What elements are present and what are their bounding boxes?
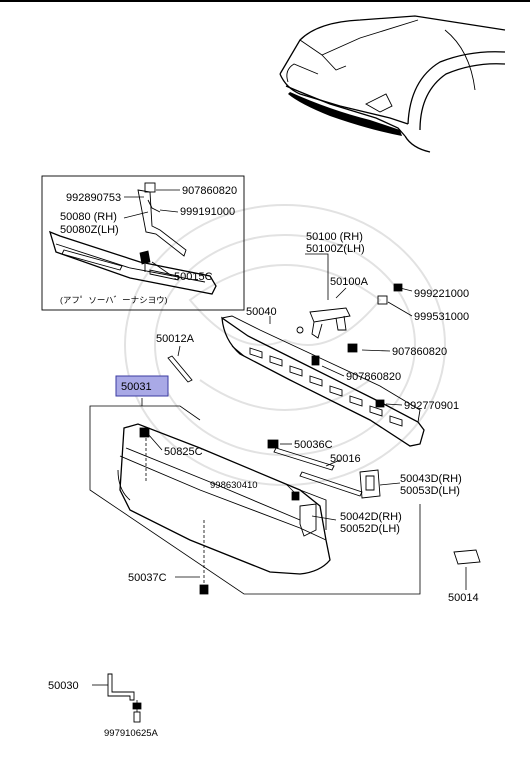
label-50100a: 50100A: [330, 276, 369, 288]
label-50100z-lh: 50100Z(LH): [306, 243, 365, 255]
label-998630410: 998630410: [210, 480, 258, 491]
highlight-box-50031: [115, 375, 169, 397]
label-50053d-lh: 50053D(LH): [400, 485, 460, 497]
part-50014-pad: [453, 549, 481, 565]
label-907860820-c: 907860820: [346, 371, 401, 383]
label-50040: 50040: [246, 306, 277, 318]
part-labels: 907860820 992890753 50080 (RH) 50080Z(LH…: [48, 185, 479, 739]
label-997910625a: 997910625A: [104, 728, 159, 739]
watermark-logo: [124, 204, 446, 486]
reinforcement-50040: [221, 315, 425, 447]
label-50037c: 50037C: [128, 572, 167, 584]
label-50042d-rh: 50042D(RH): [340, 511, 402, 523]
label-50080-rh: 50080 (RH): [60, 211, 117, 223]
label-992770901: 992770901: [404, 400, 459, 412]
label-50043d-rh: 50043D(RH): [400, 473, 462, 485]
label-50825c: 50825C: [164, 446, 203, 458]
label-50015c: 50015C: [174, 271, 213, 283]
bracket-50042d: [299, 503, 317, 537]
inset-box: [41, 175, 245, 311]
label-999221000: 999221000: [414, 288, 469, 300]
label-inset-note: (アフ゜ソーハ゛ーナシヨウ): [60, 295, 168, 305]
label-907860820-a: 907860820: [182, 185, 237, 197]
bumper-50031: [117, 423, 331, 586]
label-50052d-lh: 50052D(LH): [340, 523, 400, 535]
label-50031: 50031: [121, 381, 152, 393]
label-50014: 50014: [448, 592, 479, 604]
label-50036c: 50036C: [294, 439, 333, 451]
part-50030-bracket: [92, 673, 138, 712]
label-50080z-lh: 50080Z(LH): [60, 224, 119, 236]
strips: [167, 355, 363, 497]
label-50012a: 50012A: [156, 333, 195, 345]
label-50100-rh: 50100 (RH): [306, 231, 363, 243]
bracket-50100: [296, 307, 351, 339]
label-999531000: 999531000: [414, 311, 469, 323]
bracket-50043d: [359, 469, 381, 499]
label-50016: 50016: [330, 453, 361, 465]
label-50030: 50030: [48, 680, 79, 692]
label-992890753: 992890753: [66, 192, 121, 204]
label-907860820-b: 907860820: [392, 346, 447, 358]
fasteners: [132, 283, 403, 723]
car-silhouette-illustration: [279, 15, 506, 153]
label-999191000: 999191000: [180, 206, 235, 218]
